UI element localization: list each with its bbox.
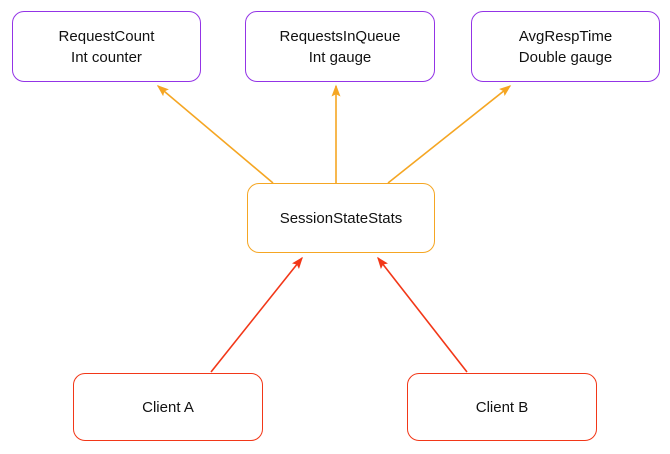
- node-client-a-label: Client A: [142, 398, 194, 416]
- node-session-state-stats[interactable]: SessionStateStats: [247, 183, 435, 253]
- node-client-a[interactable]: Client A: [73, 373, 263, 441]
- node-requests-in-queue-title: RequestsInQueue: [279, 27, 401, 45]
- arrow-clienta-to-session: [210, 256, 303, 373]
- node-avg-resp-time-subtitle: Double gauge: [518, 48, 613, 66]
- node-requests-in-queue[interactable]: RequestsInQueue Int gauge: [245, 11, 435, 82]
- node-avg-resp-time[interactable]: AvgRespTime Double gauge: [471, 11, 660, 82]
- node-request-count-title: RequestCount: [58, 27, 155, 45]
- node-request-count-subtitle: Int counter: [71, 48, 142, 66]
- node-request-count[interactable]: RequestCount Int counter: [12, 11, 201, 82]
- node-requests-in-queue-subtitle: Int gauge: [308, 48, 372, 66]
- arrow-session-to-requestcount: [156, 85, 274, 184]
- node-client-b-label: Client B: [475, 398, 529, 416]
- arrow-clientb-to-session: [377, 256, 468, 373]
- node-avg-resp-time-title: AvgRespTime: [518, 27, 613, 45]
- node-client-b[interactable]: Client B: [407, 373, 597, 441]
- arrow-session-to-avgresptime: [387, 85, 512, 184]
- node-session-state-stats-label: SessionStateStats: [279, 209, 403, 227]
